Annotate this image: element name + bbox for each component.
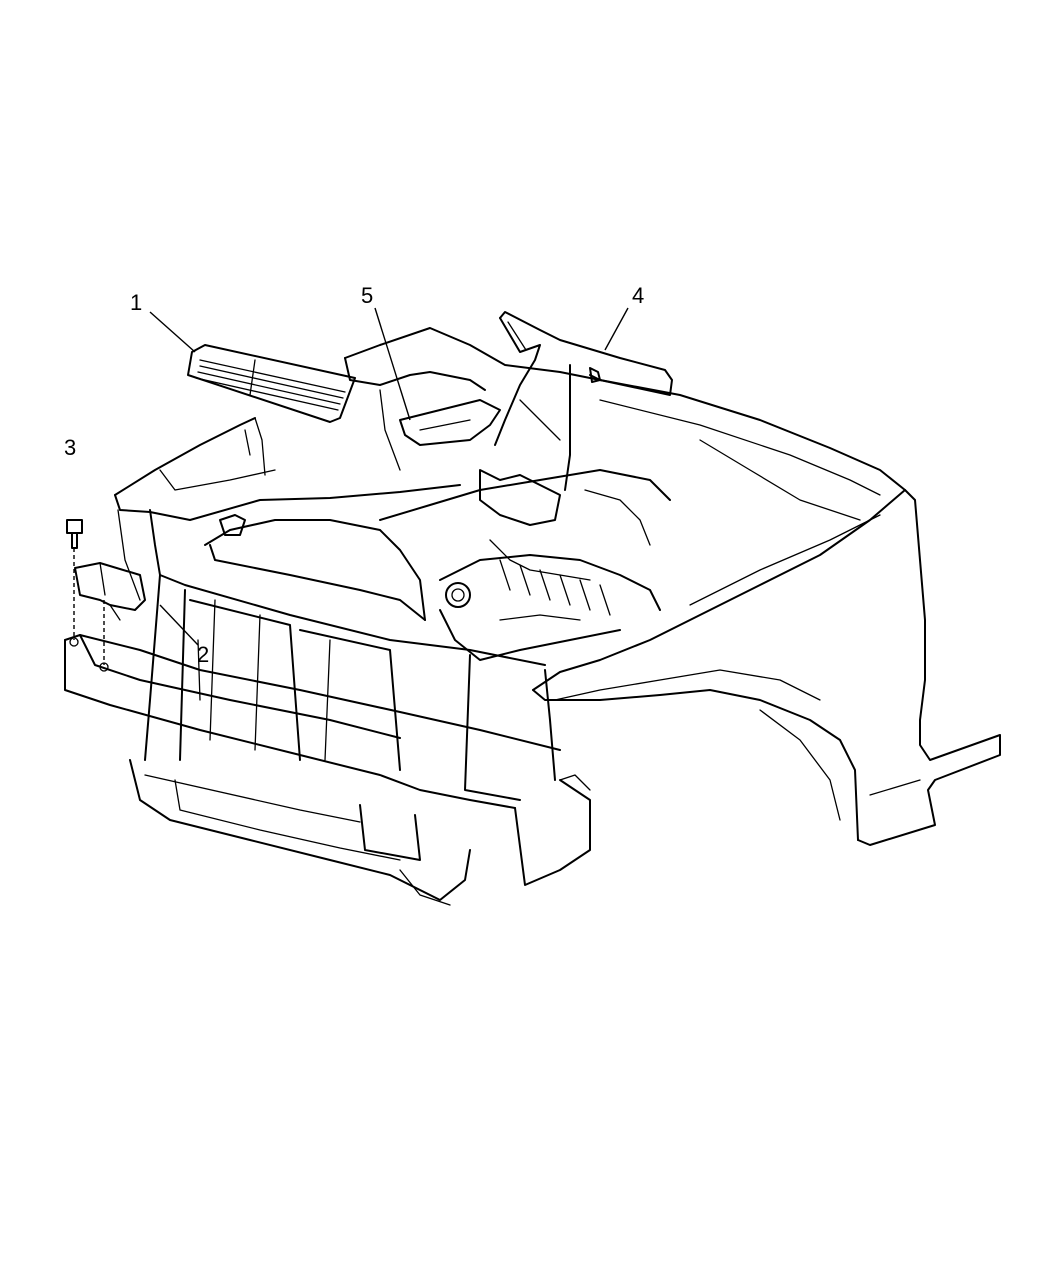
left-inner-fender — [114, 417, 461, 601]
part-5-washer-nozzle — [399, 399, 501, 446]
part-1-cowl-grille — [187, 344, 356, 423]
right-fender — [532, 489, 1001, 846]
leader-lines — [149, 307, 629, 646]
bumper-beam — [64, 634, 591, 886]
engine-assembly — [204, 469, 671, 661]
part-4-washer-hose — [494, 311, 673, 491]
lower-valance — [129, 759, 471, 906]
radiator-support — [144, 509, 556, 801]
callout-2: 2 — [197, 642, 209, 667]
callout-3: 3 — [64, 435, 76, 460]
part-3-bolt — [66, 519, 109, 672]
part-2-bracket — [74, 562, 146, 621]
callout-4: 4 — [632, 283, 644, 308]
callout-5: 5 — [361, 283, 373, 308]
cowl-firewall — [344, 327, 906, 521]
callout-1: 1 — [130, 290, 142, 315]
